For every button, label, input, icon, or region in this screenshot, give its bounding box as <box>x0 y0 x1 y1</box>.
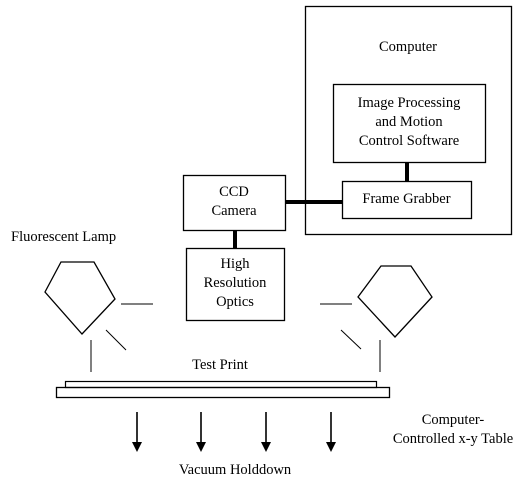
vacuum-arrow <box>132 412 142 452</box>
software-box <box>332 83 487 164</box>
optics-label-line: Optics <box>216 294 254 310</box>
lamp-label: Fluorescent Lamp <box>11 229 117 245</box>
optics-label: High Resolution Optics <box>186 255 284 312</box>
right-light-ray <box>340 329 362 350</box>
optics-box <box>185 247 286 322</box>
ccd-camera-label-line: CCD <box>219 184 249 200</box>
left-light-ray <box>105 329 127 351</box>
optics-label-line: High <box>220 256 250 272</box>
frame-grabber-label: Frame Grabber <box>362 191 451 207</box>
vacuum-label: Vacuum Holddown <box>178 462 292 478</box>
xy-table-label: Computer- Controlled x-y Table <box>385 411 521 449</box>
computer-box <box>304 5 513 236</box>
optics-label-line: Resolution <box>203 275 267 291</box>
test-print-label: Test Print <box>192 357 248 373</box>
software-label-line: Image Processing <box>357 95 461 111</box>
software-label-line: and Motion <box>375 114 443 130</box>
vacuum-arrow <box>261 412 271 452</box>
computer-label: Computer <box>379 39 437 55</box>
software-label: Image Processing and Motion Control Soft… <box>333 94 485 151</box>
xy-table-label-line: Computer- <box>421 412 485 428</box>
frame-grabber-box <box>341 180 473 220</box>
vacuum-arrow <box>326 412 336 452</box>
left-lamp-icon <box>44 261 116 335</box>
ccd-camera-label-line: Camera <box>211 203 257 219</box>
software-label-line: Control Software <box>358 133 460 149</box>
xy-table-label-line: Controlled x-y Table <box>392 431 514 447</box>
ccd-camera-label: CCD Camera <box>183 183 285 221</box>
test-print-sheet <box>64 380 378 389</box>
vacuum-arrow <box>196 412 206 452</box>
right-lamp-icon <box>357 265 433 338</box>
xy-table <box>55 386 391 399</box>
